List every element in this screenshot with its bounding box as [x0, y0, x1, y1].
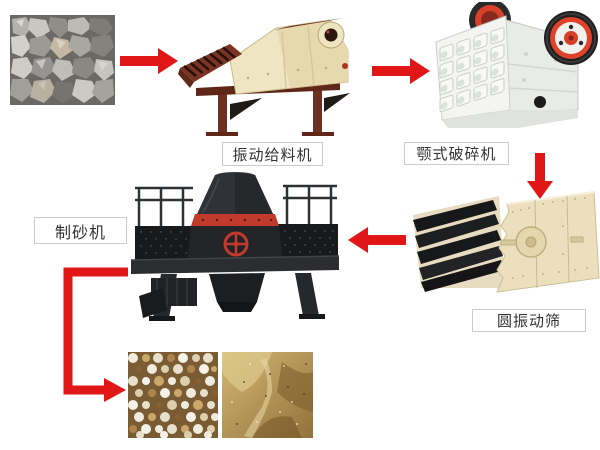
label-vibrating-screen: 圆振动筛: [472, 309, 586, 332]
raw-stone-pile-image: [10, 15, 115, 105]
arrow-bent-down-right-icon: [58, 262, 134, 404]
arrow-right-icon: [372, 58, 430, 84]
arrow-down-icon: [527, 153, 553, 199]
coarse-sand-product-photo: [128, 352, 218, 438]
label-jaw-crusher: 颚式破碎机: [404, 142, 509, 165]
sand-making-machine: [123, 168, 348, 323]
fine-sand-image: [222, 352, 313, 438]
arrow-right-icon: [120, 48, 178, 74]
label-sand-maker-text: 制砂机: [54, 222, 106, 242]
coarse-sand-image: [128, 352, 218, 438]
label-jaw-crusher-text: 颚式破碎机: [416, 145, 497, 163]
raw-stone-pile-photo: [10, 15, 115, 105]
jaw-crusher-machine: [428, 2, 598, 136]
label-vibrating-screen-text: 圆振动筛: [496, 312, 561, 330]
arrow-left-icon: [348, 227, 406, 253]
circular-vibrating-screen-machine: [413, 190, 600, 295]
fine-sand-product-photo: [222, 352, 313, 438]
vibrating-feeder-machine: [178, 8, 358, 143]
label-vibrating-feeder-text: 振动给料机: [232, 145, 313, 164]
label-sand-maker: 制砂机: [34, 217, 127, 244]
label-vibrating-feeder: 振动给料机: [222, 142, 323, 166]
